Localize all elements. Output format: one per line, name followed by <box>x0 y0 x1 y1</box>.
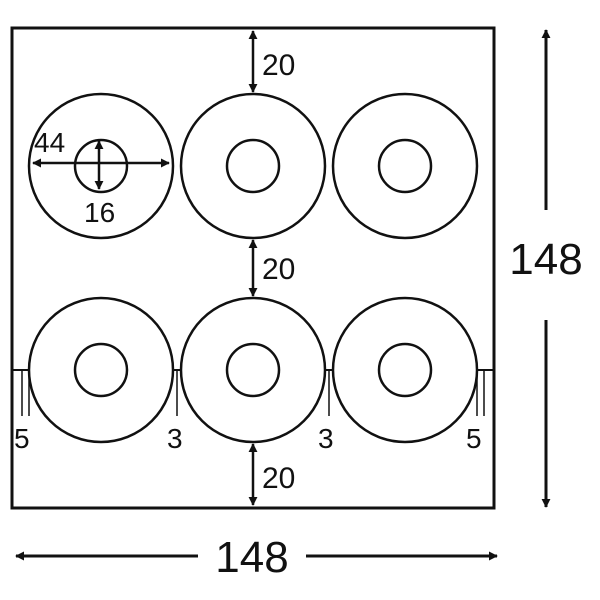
gap-bottom-value: 20 <box>262 462 295 495</box>
label-outer-circle <box>179 296 327 444</box>
margin-left-value: 5 <box>14 423 30 454</box>
sheet-height-value: 148 <box>509 235 582 284</box>
label-bottom-middle <box>179 296 327 444</box>
gap-top-value: 20 <box>262 49 295 82</box>
label-outer-circle <box>331 92 479 240</box>
label-inner-hole <box>225 138 281 194</box>
label-outer-circle <box>331 296 479 444</box>
outer-diameter-value: 44 <box>34 127 65 158</box>
label-inner-hole <box>225 342 281 398</box>
gap-between-right-value: 3 <box>318 423 334 454</box>
label-inner-hole <box>377 138 433 194</box>
label-top-right <box>331 92 479 240</box>
inner-diameter-value: 16 <box>84 197 115 228</box>
margin-right-value: 5 <box>466 423 482 454</box>
sheet-width-value: 148 <box>215 533 288 582</box>
sheet-outline <box>10 26 496 510</box>
label-inner-hole <box>377 342 433 398</box>
label-outer-circle <box>27 296 175 444</box>
label-top-middle <box>179 92 327 240</box>
gap-between-left-value: 3 <box>167 423 183 454</box>
label-inner-hole <box>73 138 129 194</box>
label-inner-hole <box>73 342 129 398</box>
label-bottom-right <box>331 296 479 444</box>
gap-middle-value: 20 <box>262 253 295 286</box>
label-outer-circle <box>27 92 175 240</box>
label-outer-circle <box>179 92 327 240</box>
label-bottom-left <box>27 296 175 444</box>
